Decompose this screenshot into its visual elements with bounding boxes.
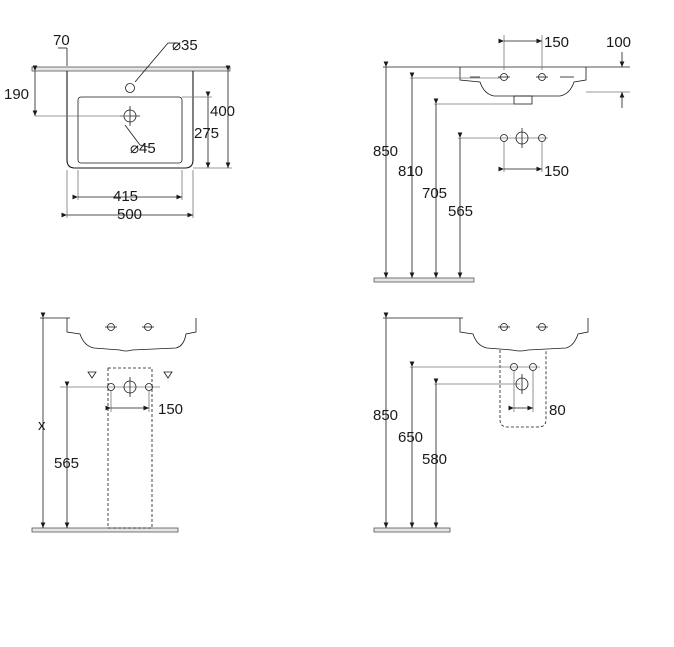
floor-line [373, 277, 475, 283]
dim-190: 190 [4, 86, 29, 103]
dim-705: 705 [422, 185, 447, 202]
floor-line [373, 527, 451, 533]
pedestal-view: 150 x 565 [31, 312, 197, 533]
tap-hole [125, 83, 135, 93]
dim-150-bottom: 150 [544, 163, 569, 180]
dim-400: 400 [210, 103, 235, 120]
dim-150-top: 150 [544, 34, 569, 51]
dim-565: 565 [448, 203, 473, 220]
dim-275: 275 [194, 125, 219, 142]
dim-150: 150 [158, 401, 183, 418]
dim-580: 580 [422, 451, 447, 468]
pedestal-outline [107, 367, 153, 529]
basin-outline [66, 71, 194, 169]
semi-pedestal-outline [499, 350, 547, 428]
dim-80: 80 [549, 402, 566, 419]
dim-650: 650 [398, 429, 423, 446]
basin-front-view [459, 67, 587, 97]
basin-bowl [77, 96, 183, 164]
dim-waste-diameter: ⌀45 [130, 140, 156, 157]
wall-line [31, 66, 231, 72]
dim-tap-diameter: ⌀35 [172, 37, 198, 54]
semi-pedestal-view: 850 650 580 80 [373, 312, 589, 533]
wall-hung-view: 150 100 150 850 810 705 565 [373, 34, 631, 283]
dim-565: 565 [54, 455, 79, 472]
dim-810: 810 [398, 163, 423, 180]
top-view: 70 ⌀35 190 400 275 ⌀45 415 500 [4, 32, 235, 223]
dim-415: 415 [113, 188, 138, 205]
dim-850: 850 [373, 143, 398, 160]
floor-line [31, 527, 179, 533]
dim-x: x [38, 417, 46, 434]
dim-70: 70 [53, 32, 70, 49]
dim-100: 100 [606, 34, 631, 51]
basin-outline [66, 318, 197, 352]
basin-outline [459, 318, 589, 352]
dim-500: 500 [117, 206, 142, 223]
dim-850: 850 [373, 407, 398, 424]
